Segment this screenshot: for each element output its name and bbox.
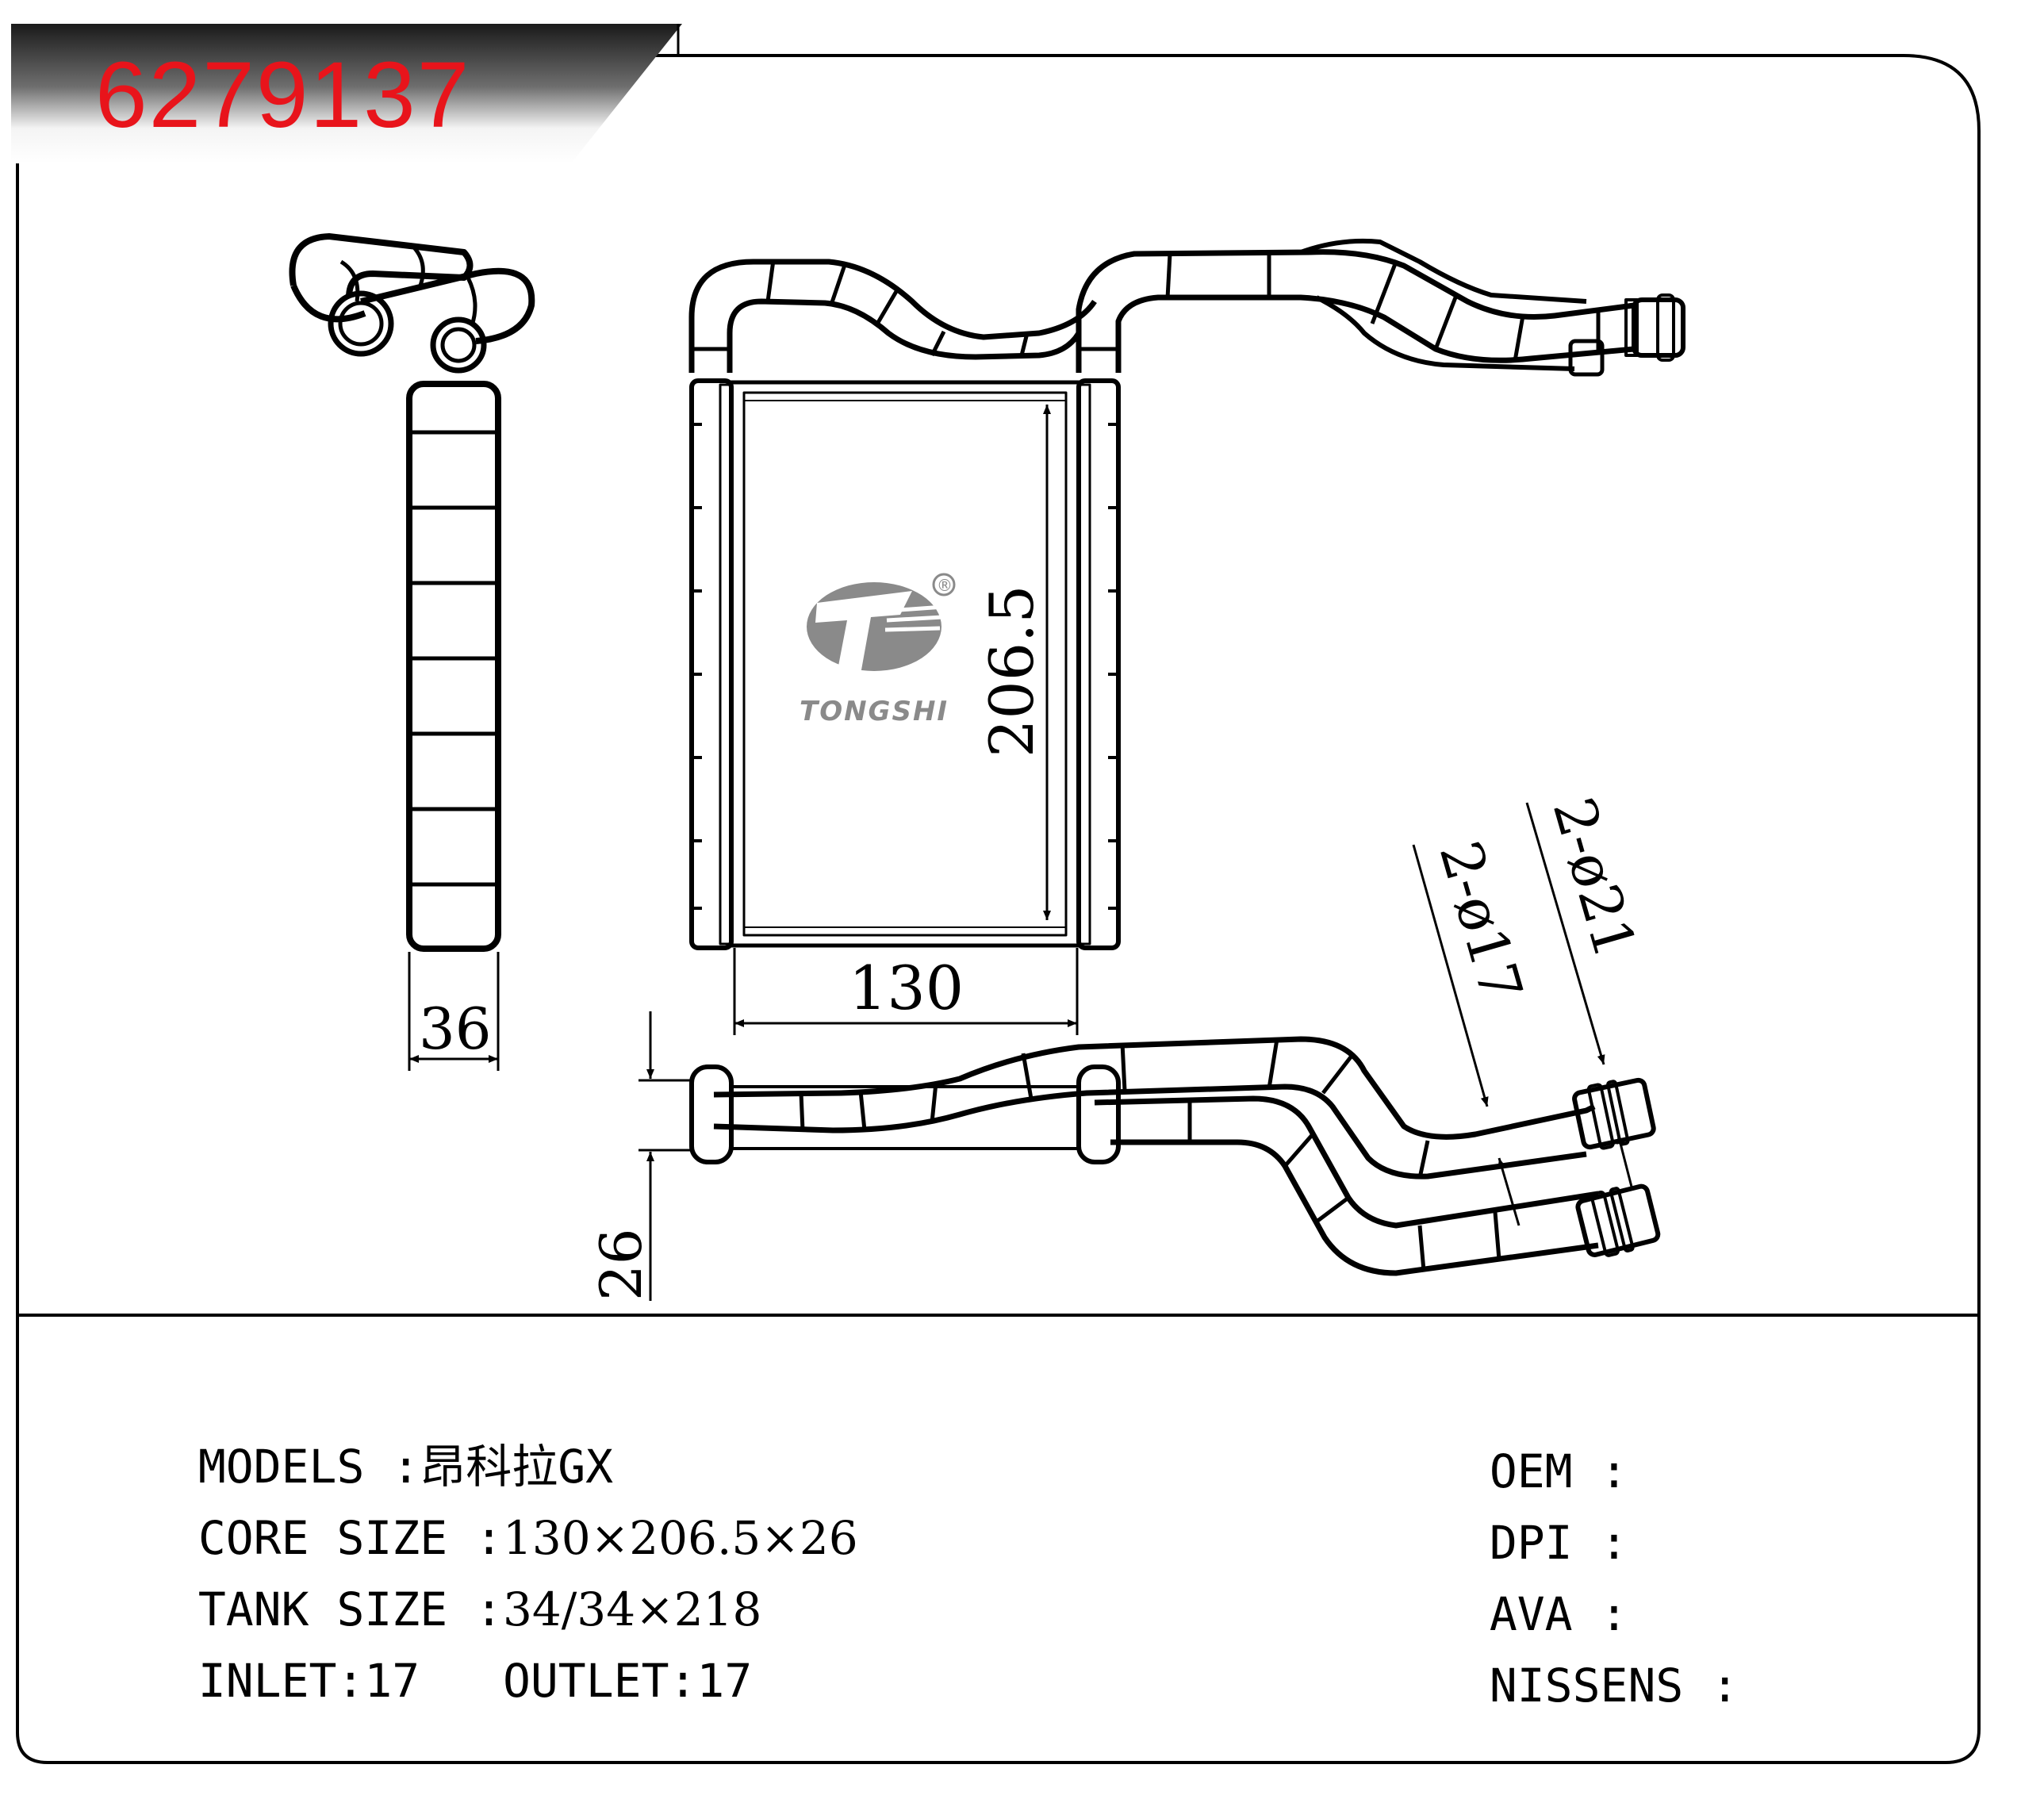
models-label: MODELS : (197, 1440, 420, 1494)
pipe-21-label: 2-ø21 (1540, 791, 1649, 965)
dimension-36 (408, 952, 500, 1071)
core-size-label: CORE SIZE : (197, 1511, 503, 1565)
nissens-row: NISSENS : (1434, 1617, 1739, 1709)
models-value: 昂科拉GX (420, 1440, 614, 1494)
ava-sep: : (1600, 1587, 1628, 1641)
tank-size-value: 34/34×218 (502, 1582, 762, 1636)
pipe-21-leader (1525, 802, 1634, 1191)
oem-row: OEM : (1434, 1402, 1628, 1494)
pipe-17-label: 2-ø17 (1427, 834, 1536, 1009)
brand-name: TONGSHI (800, 696, 949, 727)
outer-frame (16, 54, 1981, 1764)
inlet-outlet-row: INLET:17 OUTLET:17 (143, 1612, 752, 1704)
ava-row: AVA : (1434, 1545, 1628, 1637)
tank-size-row: TANK SIZE :34/34×218 (143, 1540, 762, 1632)
registered-mark: ® (937, 576, 953, 595)
dpi-row: DPI : (1434, 1474, 1628, 1566)
bottom-view (689, 1036, 1661, 1276)
dimension-26-label: 26 (588, 1228, 654, 1301)
core-size-row: CORE SIZE :130×206.5×26 (143, 1469, 858, 1561)
side-view (289, 233, 535, 952)
core-size-value: 130×206.5×26 (502, 1511, 858, 1565)
oem-label: OEM (1489, 1444, 1573, 1498)
oem-sep: : (1600, 1444, 1628, 1498)
nissens-sep: : (1711, 1659, 1739, 1713)
dpi-sep: : (1600, 1516, 1628, 1570)
part-number: 6279137 (95, 43, 470, 148)
outlet-label: OUTLET: (502, 1654, 697, 1708)
inlet-value: 17 (364, 1654, 420, 1708)
nissens-label: NISSENS (1489, 1659, 1684, 1713)
outlet-value: 17 (696, 1654, 753, 1708)
dimension-36-label: 36 (419, 995, 492, 1062)
tank-size-label: TANK SIZE : (197, 1582, 503, 1636)
models-row: MODELS :昂科拉GX (143, 1398, 613, 1490)
dimension-206-5-label: 206.5 (976, 585, 1047, 758)
brand-logo: ® TONGSHI (800, 573, 956, 727)
part-number-banner: 6279137 (11, 24, 682, 163)
dimension-26 (639, 1011, 692, 1301)
ava-label: AVA (1489, 1587, 1573, 1641)
dimension-130 (733, 948, 1079, 1035)
dpi-label: DPI (1489, 1516, 1573, 1570)
front-view (688, 238, 1685, 950)
pipe-17-leader (1412, 844, 1521, 1226)
dimension-130-label: 130 (849, 953, 964, 1023)
inlet-label: INLET: (197, 1654, 365, 1708)
